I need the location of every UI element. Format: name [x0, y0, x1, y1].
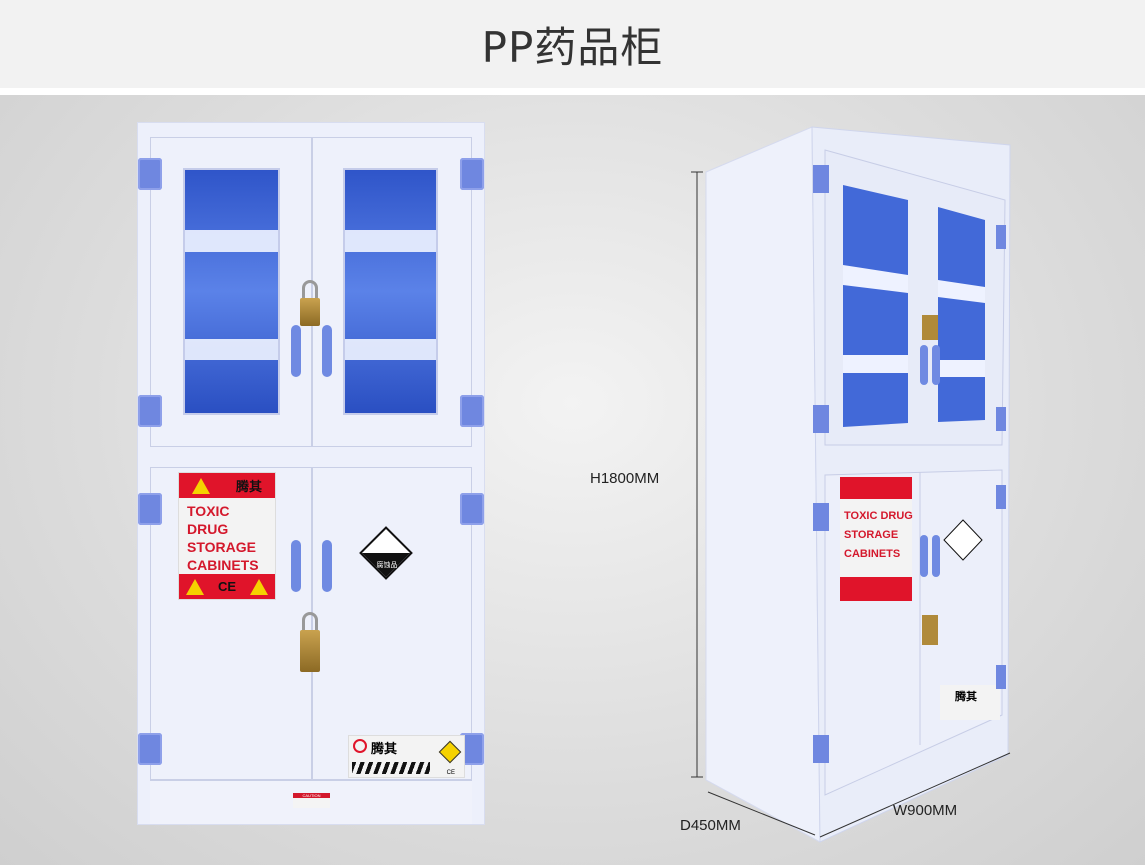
- brand-name: 腾其: [235, 479, 262, 494]
- brand-sticker: [940, 685, 1000, 720]
- header-bar: PP药品柜: [0, 0, 1145, 88]
- padlock-shackle: [302, 280, 318, 298]
- depth-dimension: D450MM: [680, 817, 741, 834]
- brand-sticker: 腾其 CE: [348, 735, 465, 778]
- padlock-icon[interactable]: [300, 630, 320, 672]
- page-title: PP药品柜: [481, 22, 664, 72]
- dimension-lines: [691, 171, 1011, 838]
- padlock-icon[interactable]: [300, 298, 320, 326]
- door-handle[interactable]: [920, 535, 928, 577]
- door-handle[interactable]: [932, 345, 940, 385]
- label-line: TOXIC DRUG: [187, 503, 230, 537]
- height-dimension: H1800MM: [590, 470, 660, 487]
- label-line: CABINETS: [844, 548, 900, 560]
- width-dimension: W900MM: [893, 802, 958, 819]
- cabinet-perspective-view: TOXIC DRUG STORAGE CABINETS 腾其: [691, 126, 1011, 843]
- ce-mark: CE: [217, 579, 237, 594]
- corrosive-hazard-icon: [943, 519, 983, 561]
- brand-name: 腾其: [955, 689, 977, 703]
- ce-mark: CE: [446, 770, 455, 776]
- warning-icon: [185, 578, 204, 595]
- glass-window-right: [343, 168, 438, 415]
- door-handle[interactable]: [920, 345, 928, 385]
- padlock-icon[interactable]: [922, 615, 938, 645]
- glass-window-left: [183, 168, 280, 415]
- toxic-drug-label: 腾其 TOXIC DRUG STORAGE CABINETS CE: [178, 472, 276, 600]
- door-handle[interactable]: [932, 535, 940, 577]
- label-line: TOXIC DRUG: [844, 510, 913, 522]
- warning-icon: [249, 578, 268, 595]
- hazard-stripes: [352, 762, 430, 774]
- hinge: [138, 493, 162, 525]
- hinge: [460, 158, 484, 190]
- brand-logo-icon: [353, 739, 367, 753]
- warning-icon: [191, 477, 210, 494]
- cabinet-side-panel: [705, 126, 821, 843]
- caution-sticker: CAUTION: [293, 793, 330, 808]
- hinge: [460, 493, 484, 525]
- label-line: STORAGE: [187, 539, 256, 555]
- caution-text: CAUTION: [293, 793, 330, 798]
- glass-window-left: [843, 185, 908, 427]
- door-handle[interactable]: [322, 325, 332, 377]
- hinge: [138, 733, 162, 765]
- door-handle[interactable]: [291, 540, 301, 592]
- label-line: CABINETS: [187, 557, 259, 573]
- door-handle[interactable]: [322, 540, 332, 592]
- padlock-shackle: [302, 612, 318, 630]
- brand-name: 腾其: [371, 741, 398, 756]
- padlock-icon[interactable]: [922, 315, 938, 340]
- hinge: [138, 158, 162, 190]
- hinges: [813, 165, 1006, 763]
- glass-window-right: [938, 207, 985, 422]
- hinge: [460, 395, 484, 427]
- hinge: [138, 395, 162, 427]
- door-handle[interactable]: [291, 325, 301, 377]
- hazard-text: 腐蚀品: [376, 562, 398, 569]
- hazard-icon: [438, 740, 462, 764]
- label-line: STORAGE: [844, 529, 898, 541]
